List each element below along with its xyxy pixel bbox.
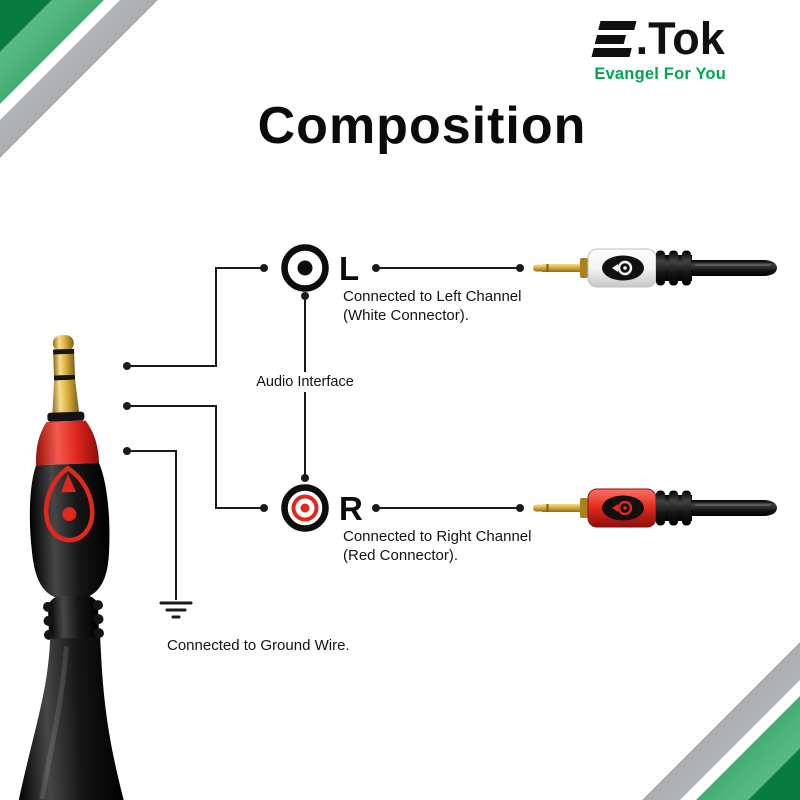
rca-pin-icon	[533, 264, 582, 272]
brand-name-text: .Tok	[635, 13, 725, 64]
brand-name: .Tok	[591, 13, 726, 64]
left-port-label: L	[339, 250, 360, 287]
rca-barrel	[656, 490, 692, 526]
right-port-label: R	[339, 490, 363, 527]
page-title: Composition	[257, 97, 587, 155]
brand-logo: .Tok Evangel For You	[591, 13, 726, 84]
rca-connector-white	[533, 248, 777, 288]
ground-wire-description: Connected to Ground Wire.	[167, 637, 350, 654]
rca-connector-red	[533, 488, 777, 528]
ground-symbol	[159, 601, 193, 619]
wiring-lines	[127, 267, 520, 600]
logo-e-icon	[591, 20, 638, 57]
rca-body-red	[587, 488, 657, 528]
junction-dots	[123, 264, 524, 512]
jack-tip-gold-icon	[52, 335, 80, 415]
jack-cable	[17, 637, 124, 800]
rca-cable	[691, 500, 777, 516]
left-port-symbol	[281, 244, 329, 292]
rca-pin-icon	[533, 504, 582, 512]
jack-brand-emblem-icon	[43, 465, 95, 543]
brand-tagline: Evangel For You	[594, 65, 726, 84]
audio-interface-label: Audio Interface	[225, 372, 385, 392]
jack-35mm-connector	[17, 335, 124, 800]
jack-strain-relief	[43, 595, 104, 643]
jack-red-collar	[36, 420, 100, 466]
right-channel-description: Connected to Right Channel (Red Connecto…	[343, 528, 532, 564]
rca-cable	[691, 260, 777, 276]
rca-barrel	[656, 250, 692, 286]
right-port-symbol	[281, 484, 329, 532]
left-channel-description: Connected to Left Channel (White Connect…	[343, 288, 522, 324]
rca-body-white	[587, 248, 657, 288]
